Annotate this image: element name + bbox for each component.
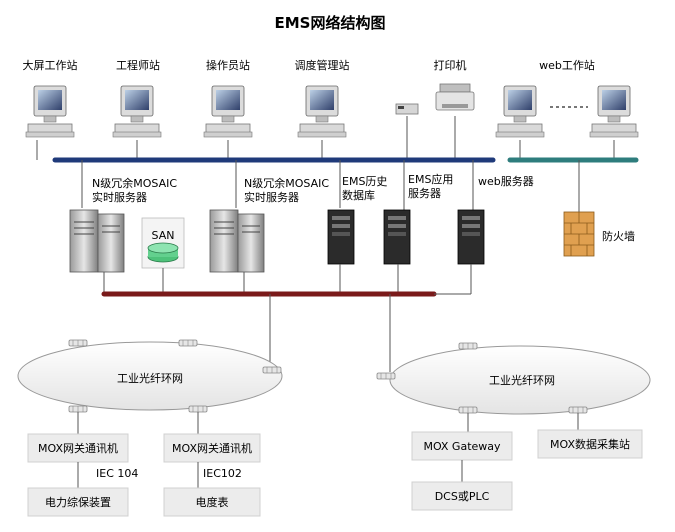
- diagram-title: EMS网络结构图: [275, 14, 386, 32]
- left-ring-bead-top-2: [178, 339, 198, 347]
- workstation-operator-icon: [203, 85, 253, 138]
- history-db-server-icon: [327, 209, 355, 265]
- label-meter: 电度表: [196, 495, 229, 509]
- label-mosaic-1-line2: 实时服务器: [92, 190, 147, 204]
- label-workstation-dispatch: 调度管理站: [295, 58, 350, 72]
- dcs-plc-box: [411, 481, 513, 511]
- mosaic-server-2-icon: [209, 209, 265, 273]
- ring-to-gateway-drops: [77, 412, 579, 434]
- left-ring-bead-top-1: [68, 339, 88, 347]
- left-fiber-ring: [17, 341, 283, 411]
- label-power-protect: 电力综保装置: [45, 495, 111, 509]
- mox-gateway-box-2: [163, 433, 261, 463]
- label-mosaic-2-line2: 实时服务器: [244, 190, 299, 204]
- web-workstation-2-icon: [589, 85, 639, 138]
- left-ring-bead-bottom-1: [68, 405, 88, 413]
- firewall-icon: [563, 211, 595, 257]
- label-mox-gateway-cn-2: MOX网关通讯机: [172, 441, 252, 455]
- web-server-icon: [457, 209, 485, 265]
- meter-box: [163, 487, 261, 517]
- web-workstation-1-icon: [495, 85, 545, 138]
- label-mox-collection: MOX数据采集站: [550, 437, 630, 451]
- mox-gateway-box-1: [27, 433, 129, 463]
- label-dcs-plc: DCS或PLC: [435, 490, 490, 503]
- right-ring-bead-left: [376, 372, 396, 380]
- label-mox-gateway-en: MOX Gateway: [423, 440, 501, 453]
- mosaic-server-1-icon: [69, 209, 125, 273]
- label-web-server: web服务器: [478, 175, 534, 188]
- right-ring-bead-top: [458, 342, 478, 350]
- mox-gateway-en-box: [411, 431, 513, 461]
- label-web-workstation: web工作站: [539, 58, 595, 72]
- label-mosaic-2-line1: N级冗余MOSAIC: [244, 176, 329, 190]
- label-firewall: 防火墙: [602, 229, 635, 243]
- label-app-line2: 服务器: [408, 187, 441, 200]
- hub-icon: [395, 103, 419, 115]
- app-server-icon: [383, 209, 411, 265]
- power-protect-box: [27, 487, 129, 517]
- top-drops: [36, 116, 615, 160]
- label-left-ring: 工业光纤环网: [117, 371, 183, 385]
- workstation-dispatch-icon: [297, 85, 347, 138]
- right-ring-bead-bottom-2: [568, 406, 588, 414]
- label-printer: 打印机: [434, 58, 467, 72]
- right-ring-bead-bottom-1: [458, 406, 478, 414]
- label-workstation-operator: 操作员站: [206, 58, 250, 72]
- label-app-line1: EMS应用: [408, 172, 453, 186]
- label-mox-gateway-cn-1: MOX网关通讯机: [38, 441, 118, 455]
- workstation-large-screen-icon: [25, 85, 75, 138]
- label-iec104: IEC 104: [96, 467, 138, 480]
- workstation-engineer-icon: [112, 85, 162, 138]
- san-icon: [141, 217, 185, 269]
- printer-icon: [435, 83, 475, 111]
- server-drops: [81, 160, 580, 212]
- label-right-ring: 工业光纤环网: [489, 373, 555, 387]
- left-ring-bead-right: [262, 366, 282, 374]
- label-history-line2: 数据库: [342, 188, 375, 202]
- label-iec102: IEC102: [203, 467, 242, 480]
- mox-collection-box: [537, 429, 643, 459]
- label-san: SAN: [152, 229, 175, 242]
- server-bus-drops: [103, 264, 472, 294]
- label-workstation-large-screen: 大屏工作站: [23, 58, 78, 72]
- label-workstation-engineer: 工程师站: [116, 58, 160, 72]
- left-ring-bead-bottom-2: [188, 405, 208, 413]
- right-fiber-ring: [389, 345, 651, 415]
- label-history-line1: EMS历史: [342, 175, 387, 188]
- label-mosaic-1-line1: N级冗余MOSAIC: [92, 176, 177, 190]
